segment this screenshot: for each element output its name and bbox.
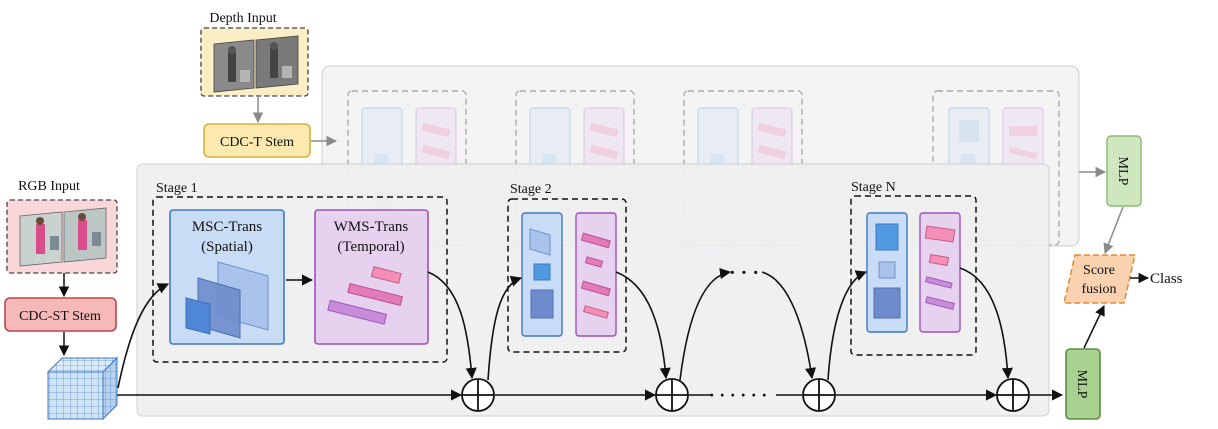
stage-2-label: Stage 2 — [510, 182, 552, 197]
cdc-st-stem-box — [4, 297, 117, 332]
sum-node-1 — [461, 378, 495, 412]
depth-mlp-box — [1106, 135, 1142, 207]
stage-2-temporal-block — [575, 212, 617, 337]
stage-1-label: Stage 1 — [156, 181, 198, 196]
score-fusion-label-line2: fusion — [1082, 282, 1117, 297]
upper-ellipsis: · · · — [729, 262, 759, 284]
cdc-st-stem-label: CDC-ST Stem — [19, 309, 101, 324]
depth-mlp-label: MLP — [1115, 157, 1130, 186]
depth-mlp-to-fusion-arrow — [1103, 206, 1124, 254]
stage2-to-sum2-arrow — [615, 271, 671, 380]
stage-1-box — [152, 196, 448, 363]
rgb-mlp-to-fusion-arrow — [1083, 305, 1105, 349]
sum3-to-stageN-arrow — [827, 270, 868, 381]
wms-trans-label-line2: (Temporal) — [337, 239, 404, 255]
sum1-to-stage2-arrow — [487, 275, 523, 381]
sum-node-2 — [655, 378, 689, 412]
heads: MLP MLP Score fusion Class — [1063, 135, 1183, 420]
rgb-input-image — [19, 207, 107, 267]
stage-2-temporal-bars — [580, 232, 611, 319]
score-fusion-box — [1063, 254, 1136, 304]
sum-node-n — [996, 378, 1030, 412]
depth-input-label: Depth Input — [209, 11, 276, 26]
stageN-to-sumN-arrow — [959, 267, 1013, 380]
stage-n-temporal-bars — [924, 225, 956, 310]
score-fusion-label-line1: Score — [1083, 263, 1115, 278]
cube-to-stage1-arrow — [117, 283, 170, 389]
cdc-t-stem-label: CDC-T Stem — [220, 135, 294, 150]
lower-ellipsis: · · · · · · — [709, 385, 768, 405]
cdc-t-stem-box — [203, 123, 311, 158]
sum-node-3 — [802, 378, 836, 412]
depth-input-image — [213, 35, 299, 93]
msc-patch-planes — [185, 261, 269, 339]
wms-windows — [327, 266, 404, 325]
stage1-to-sum1-arrow — [427, 271, 477, 380]
stage-n-spatial-cubes — [873, 223, 901, 319]
rgb-mlp-label: MLP — [1074, 370, 1089, 399]
feature-cube — [46, 356, 119, 421]
wms-trans-label-line1: WMS-Trans — [334, 219, 409, 235]
msc-trans-label-line2: (Spatial) — [201, 239, 253, 255]
class-label: Class — [1150, 271, 1183, 287]
sum2-to-ellipsis-arrow — [679, 267, 732, 381]
stage-2-box — [507, 198, 627, 353]
rgb-input-label: RGB Input — [18, 179, 80, 194]
stage-n-label: Stage N — [851, 180, 896, 195]
rgb-mlp-box — [1065, 348, 1101, 420]
msc-trans-label-line1: MSC-Trans — [192, 219, 262, 235]
stage-2-spatial-cubes — [529, 228, 554, 319]
rgb-branch: RGB Input CDC-ST Stem Stage 1 MSC-Trans — [4, 163, 1064, 421]
ellipsis-to-sum3-arrow — [761, 271, 817, 380]
